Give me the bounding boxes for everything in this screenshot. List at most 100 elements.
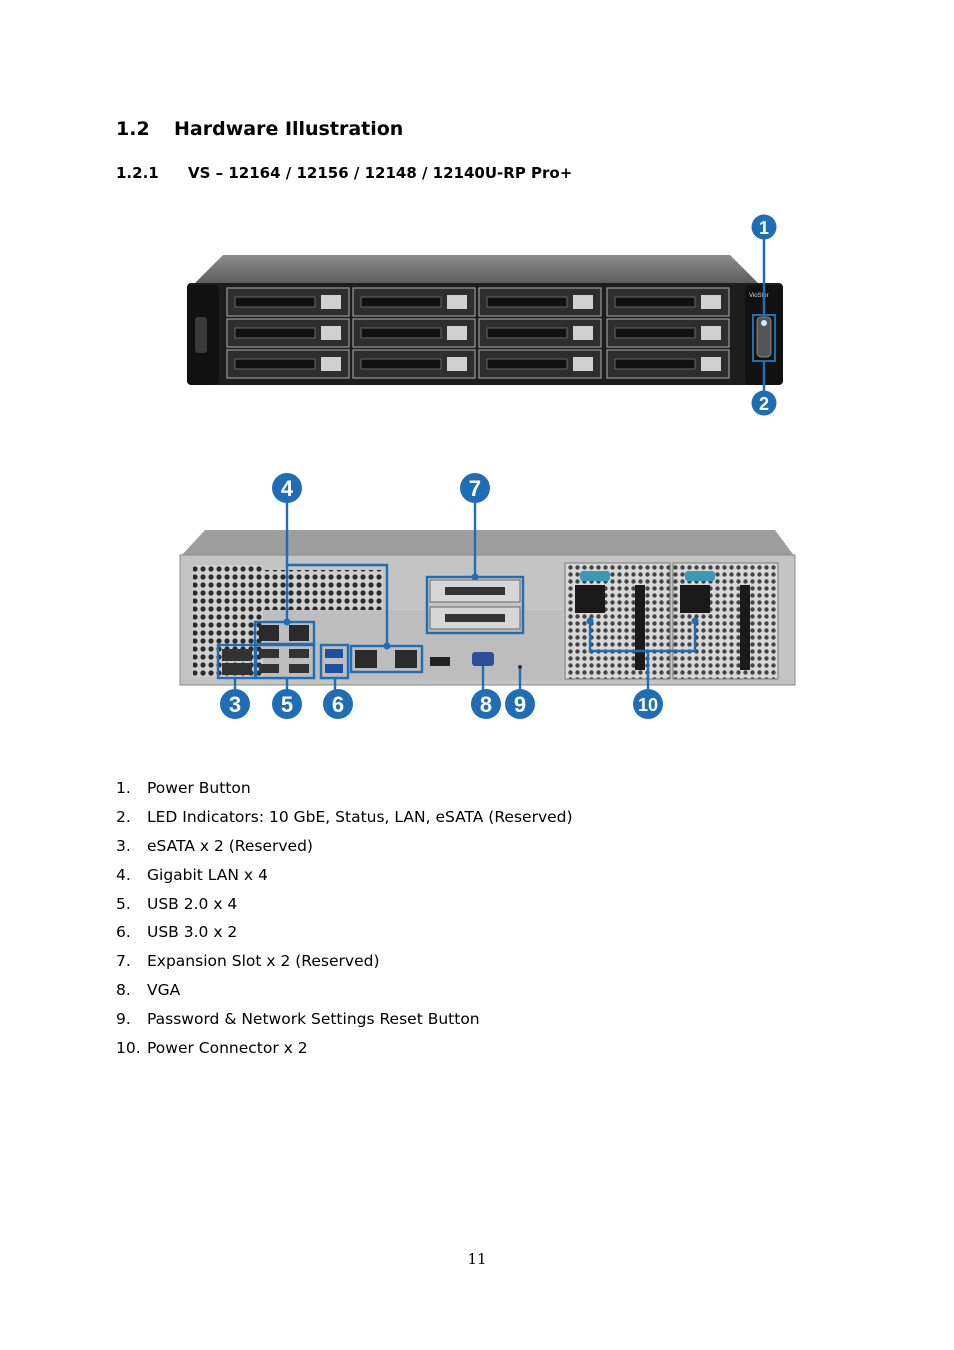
- list-item-text: Gigabit LAN x 4: [147, 865, 268, 884]
- callout-10-dot-2: [691, 617, 699, 625]
- callout-4-line: [285, 500, 389, 646]
- drive-tray: [226, 287, 350, 317]
- lan-port-2: [289, 625, 309, 641]
- list-item-text: LED Indicators: 10 GbE, Status, LAN, eSA…: [147, 807, 573, 826]
- callout-4-label: 4: [281, 476, 294, 501]
- list-item-text: Password & Network Settings Reset Button: [147, 1010, 480, 1029]
- list-item-number: 7.: [116, 952, 131, 971]
- psu-1-handle: [635, 585, 645, 670]
- front-view-illustration: VioStor 1 2: [187, 214, 783, 416]
- reset-button-icon: [518, 665, 522, 669]
- list-item: 5. USB 2.0 x 4: [116, 892, 573, 921]
- hdmi-port: [430, 657, 450, 666]
- front-view-figure: VioStor 1 2: [175, 205, 795, 425]
- callout-4-dot: [383, 642, 391, 650]
- psu-1: [564, 562, 671, 680]
- drive-tray: [606, 318, 730, 348]
- usb2-port-4: [289, 664, 309, 673]
- brand-label: VioStor: [749, 293, 769, 299]
- list-item-text: Expansion Slot x 2 (Reserved): [147, 952, 380, 971]
- usb3-port-1: [325, 649, 343, 658]
- callout-9-label: 9: [514, 692, 526, 717]
- callout-10-label: 10: [638, 695, 658, 715]
- callout-1-badge: [751, 214, 777, 240]
- list-item: 8. VGA: [116, 978, 573, 1007]
- list-item: 3. eSATA x 2 (Reserved): [116, 834, 573, 863]
- rear-callout-lines: [216, 500, 697, 692]
- list-item: 1.Power Button: [116, 776, 573, 805]
- list-item: 7. Expansion Slot x 2 (Reserved): [116, 949, 573, 978]
- psu-2: [672, 562, 779, 680]
- callout-7-dot: [471, 573, 479, 581]
- power-connector-1: [575, 585, 605, 613]
- drive-tray: [606, 349, 730, 379]
- power-connector-2: [680, 585, 710, 613]
- list-item: 10. Power Connector x 2: [116, 1036, 573, 1065]
- expansion-slot-2-opening: [445, 614, 505, 622]
- callout-2-badge: [751, 390, 777, 416]
- vga-port: [472, 652, 494, 666]
- list-item-text: Power Connector x 2: [147, 1039, 308, 1058]
- usb3-port-2: [325, 664, 343, 673]
- callout-badge-3: 3: [220, 689, 250, 719]
- list-item-number: 1.: [116, 779, 131, 797]
- drive-trays: [226, 287, 730, 379]
- list-item-number: 5.: [116, 894, 131, 913]
- list-item-text: VGA: [147, 981, 181, 1000]
- callout-badge-5: 5: [272, 689, 302, 719]
- subsection-title: VS – 12164 / 12156 / 12148 / 12140U-RP P…: [188, 164, 573, 182]
- callout-badge-10: 10: [633, 689, 663, 719]
- usb2-port-3: [259, 664, 279, 673]
- list-item-text: eSATA x 2 (Reserved): [147, 836, 313, 855]
- esata-port-2: [222, 663, 252, 675]
- list-item-number: 3.: [116, 836, 131, 855]
- drive-tray: [478, 318, 602, 348]
- callout-1-label: 1: [759, 218, 769, 238]
- callout-4-dot-2: [283, 618, 291, 626]
- expansion-slot-1-opening: [445, 587, 505, 595]
- drive-tray: [352, 318, 476, 348]
- section-title: Hardware Illustration: [174, 118, 404, 140]
- list-item-number: 2.: [116, 807, 131, 826]
- callout-5-label: 5: [281, 692, 293, 717]
- callout-badge-8: 8: [471, 689, 501, 719]
- rear-view-illustration: 4 7 3 5 6 8 9 10: [179, 473, 796, 719]
- drive-tray: [478, 287, 602, 317]
- list-item: 2. LED Indicators: 10 GbE, Status, LAN, e…: [116, 805, 573, 834]
- list-item: 6.USB 3.0 x 2: [116, 920, 573, 949]
- lan-port-4: [395, 650, 417, 668]
- lan-port-3: [355, 650, 377, 668]
- callout-10-line: [588, 621, 697, 653]
- list-item-number: 6.: [116, 923, 131, 942]
- drive-tray: [226, 349, 350, 379]
- callout-badge-7: 7: [460, 473, 490, 503]
- drive-bay-grid: [226, 287, 730, 379]
- list-item-text: USB 2.0 x 4: [147, 894, 238, 913]
- component-list: 1.Power Button 2. LED Indicators: 10 GbE, …: [116, 776, 573, 1065]
- list-item-number: 10.: [116, 1039, 141, 1058]
- drive-tray: [606, 287, 730, 317]
- usb2-port-2: [289, 649, 309, 658]
- list-item: 9. Password & Network Settings Reset Butt…: [116, 1007, 573, 1036]
- callout-2-label: 2: [759, 394, 769, 414]
- psu-2-latch: [685, 571, 715, 581]
- page-number: 11: [467, 1250, 487, 1268]
- psu-2-handle: [740, 585, 750, 670]
- power-button-icon: [761, 320, 767, 326]
- esata-port-1: [222, 649, 252, 661]
- list-item-number: 9.: [116, 1010, 131, 1029]
- rear-chassis-top: [180, 530, 795, 557]
- drive-tray: [352, 349, 476, 379]
- lan-port-1: [259, 625, 279, 641]
- psu-1-latch: [580, 571, 610, 581]
- callout-7-label: 7: [469, 476, 481, 501]
- list-item-number: 4.: [116, 865, 131, 884]
- callout-5-box: [253, 643, 316, 680]
- list-item-number: 8.: [116, 981, 131, 1000]
- callout-badge-4: 4: [272, 473, 302, 503]
- left-handle: [195, 317, 207, 353]
- upper-vent: [263, 570, 383, 610]
- usb2-port-1: [259, 649, 279, 658]
